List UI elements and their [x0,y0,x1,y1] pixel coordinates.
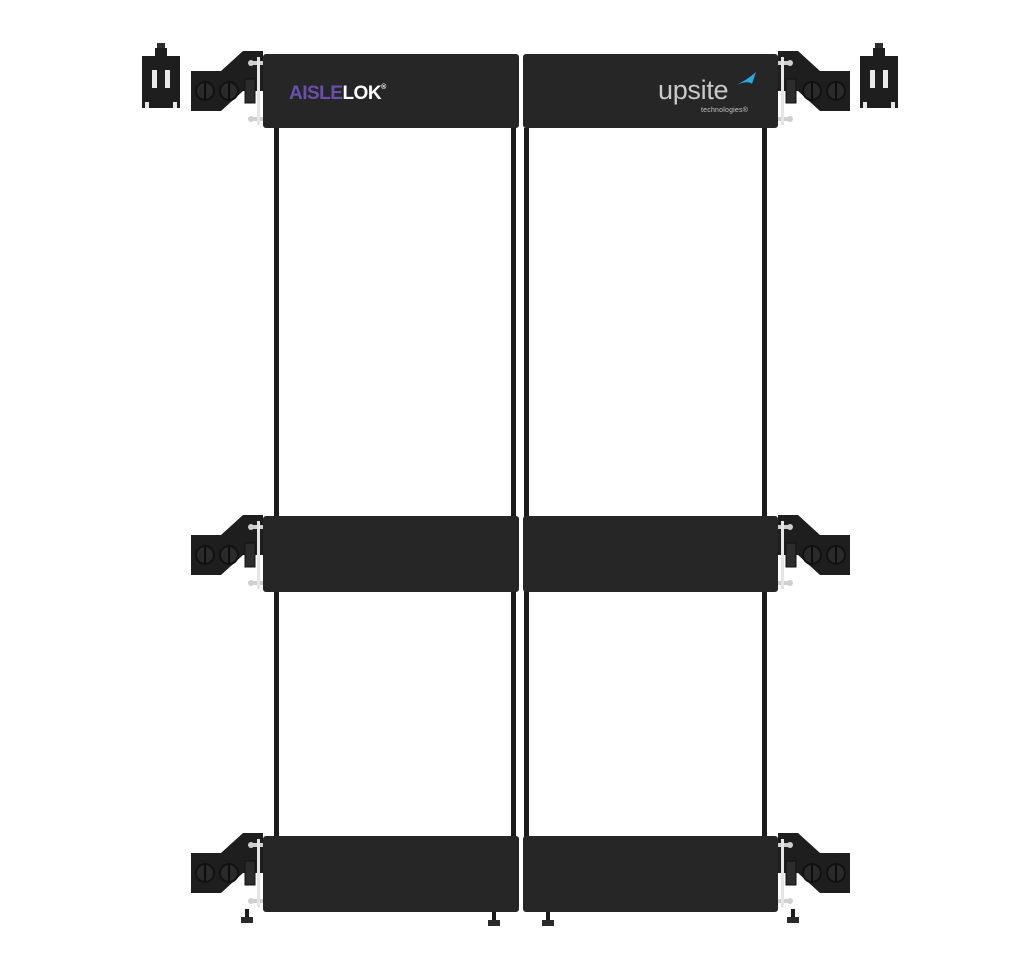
left-brackets [190,50,264,908]
middle-rail [263,516,778,592]
swoosh-icon [736,72,756,85]
right-brackets [777,50,851,908]
top-rail [263,54,778,128]
upsite-logo: upsite [658,75,729,105]
aislelok-logo-part-b: LOK [342,83,382,104]
upsite-logo-subtitle: technologies® [701,107,749,114]
vertical-rods [274,128,767,837]
aislelok-logo-mark: ® [381,84,386,91]
bottom-rail [263,836,778,912]
aislelok-logo: AISLELOK® [289,84,386,103]
aislelok-logo-part-a: AISLE [289,83,343,104]
